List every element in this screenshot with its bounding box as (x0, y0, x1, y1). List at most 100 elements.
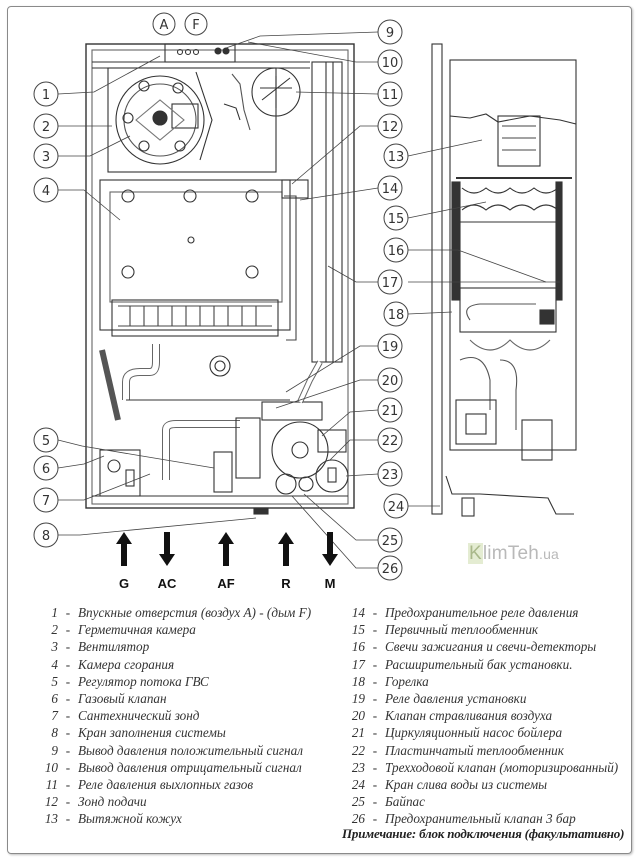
legend-number: 7 (51, 708, 58, 724)
callout-number: 5 (42, 434, 50, 449)
callout-circle (377, 269, 403, 295)
legend-item-18: 18-Горелка (343, 673, 618, 690)
connection-label: R (281, 576, 291, 591)
callout-15: 15 (383, 205, 409, 231)
legend-dash: - (372, 759, 378, 775)
callout-group: 1234567891011121314151617181920212223242… (33, 19, 409, 581)
legend-number: 18 (351, 673, 365, 689)
legend-dash: - (65, 725, 71, 741)
legend-left: 1-Впускные отверстия (воздух A) - (дым F… (36, 604, 311, 828)
callout-number: 8 (42, 529, 50, 544)
legend-number: 21 (351, 725, 365, 741)
callout-number: 13 (388, 150, 405, 165)
legend-item-20: 20-Клапан стравливания воздуха (343, 707, 618, 724)
arrow-up-icon (116, 532, 132, 566)
legend-item-6: 6-Газовый клапан (36, 690, 311, 707)
callout-circle (377, 427, 403, 453)
legend-item-24: 24-Кран слива воды из системы (343, 776, 618, 793)
callout-21: 21 (377, 397, 403, 423)
legend-number: 1 (51, 605, 58, 620)
legend-dash: - (372, 656, 378, 672)
legend-description: Пластинчатый теплообменник (385, 742, 564, 758)
callout-circle (383, 493, 409, 519)
legend-description: Вывод давления положительный сигнал (78, 742, 303, 758)
callout-circle (377, 555, 403, 581)
callout-a: A (152, 12, 176, 36)
callout-5: 5 (33, 427, 59, 453)
legend-number: 15 (351, 622, 365, 638)
callout-16: 16 (383, 237, 409, 263)
front-view (85, 43, 355, 515)
legend-item-1: 1-Впускные отверстия (воздух A) - (дым F… (36, 604, 311, 621)
connection-r: R (278, 532, 294, 591)
connection-label: G (119, 576, 129, 591)
dhw-flow-regulator (213, 451, 233, 493)
legend-description: Сантехнический зонд (78, 708, 200, 724)
callout-25: 25 (377, 527, 403, 553)
callout-2: 2 (33, 113, 59, 139)
callout-number: 7 (42, 494, 50, 509)
circulation-pump (235, 360, 329, 479)
callout-number: 17 (382, 276, 399, 291)
legend-number: 5 (51, 673, 58, 689)
boiler-diagram: 1234567891011121314151617181920212223242… (33, 12, 577, 591)
flue-hood (497, 115, 541, 167)
callout-23: 23 (377, 461, 403, 487)
primary-heat-exchanger (461, 187, 559, 194)
legend-dash: - (372, 639, 378, 655)
legend-description: Вентилятор (78, 639, 150, 655)
legend-number: 8 (51, 725, 58, 741)
legend-item-25: 25-Байпас (343, 793, 618, 810)
legend-item-12: 12-Зонд подачи (36, 793, 311, 810)
callout-24: 24 (383, 493, 409, 519)
callout-circle (383, 143, 409, 169)
legend-dash: - (65, 811, 71, 827)
legend-description: Зонд подачи (78, 794, 147, 810)
legend-number: 23 (351, 759, 365, 775)
arrow-up-icon (278, 532, 294, 566)
legend-number: 24 (351, 777, 365, 793)
connection-g: G (116, 532, 132, 591)
legend-item-7: 7-Сантехнический зонд (36, 707, 311, 724)
legend-description: Горелка (385, 673, 429, 689)
connection-m: M (322, 532, 338, 591)
legend-description: Предохранительный клапан 3 бар (385, 811, 576, 827)
legend-item-22: 22-Пластинчатый теплообменник (343, 742, 618, 759)
callout-number: 25 (382, 534, 399, 549)
legend-dash: - (372, 811, 378, 827)
callout-circle (33, 487, 59, 513)
legend-dash: - (65, 673, 71, 689)
combustion-chamber (99, 179, 291, 331)
legend-item-26: 26-Предохранительный клапан 3 бар (343, 810, 618, 827)
legend-item-17: 17-Расширительный бак установки. (343, 656, 618, 673)
legend-dash: - (65, 605, 71, 620)
callout-circle (33, 427, 59, 453)
legend-item-23: 23-Трехходовой клапан (моторизированный) (343, 759, 618, 776)
legend-dash: - (372, 622, 378, 638)
legend-dash: - (372, 673, 378, 689)
callout-3: 3 (33, 143, 59, 169)
legend-number: 12 (44, 794, 58, 810)
callout-number: 10 (382, 56, 399, 71)
callout-number: 26 (382, 562, 399, 577)
callout-number: 21 (382, 404, 399, 419)
connection-ac: AC (158, 532, 177, 591)
legend-number: 10 (44, 759, 58, 775)
legend-description: Клапан стравливания воздуха (385, 708, 553, 724)
legend-item-13: 13-Вытяжной кожух (36, 810, 311, 827)
legend-description: Впускные отверстия (воздух A) - (дым F) (78, 605, 312, 620)
callout-circle (33, 81, 59, 107)
legend-number: 11 (45, 777, 58, 793)
legend-dash: - (372, 725, 378, 741)
legend-number: 4 (51, 656, 58, 672)
connection-label: AF (217, 576, 234, 591)
callout-circle (377, 333, 403, 359)
legend-description: Реле давления установки (385, 691, 527, 707)
legend-dash: - (372, 777, 378, 793)
callout-circle (377, 81, 403, 107)
legend-description: Байпас (385, 794, 426, 810)
legend-dash: - (65, 777, 71, 793)
legend-item-10: 10-Вывод давления отрицательный сигнал (36, 759, 311, 776)
callout-number: 9 (386, 26, 394, 41)
